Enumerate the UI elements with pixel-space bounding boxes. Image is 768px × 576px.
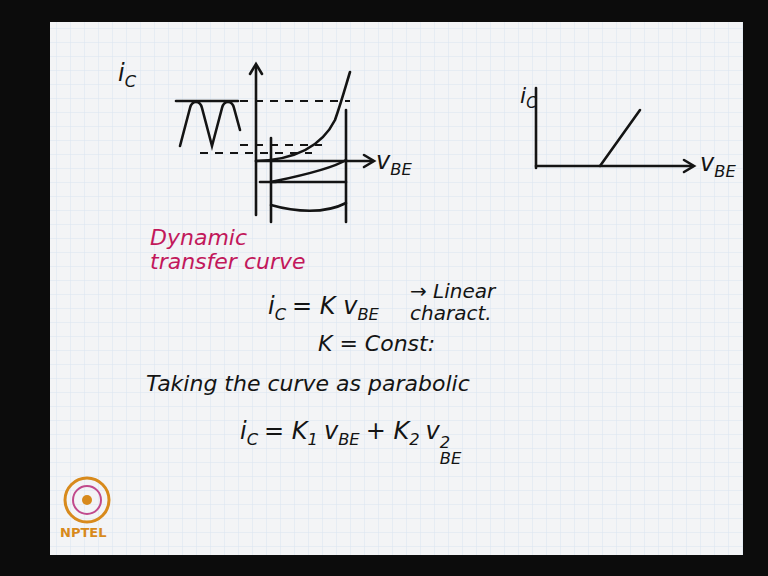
- handwritten-text: + K: [366, 417, 409, 445]
- handwritten-text: i: [240, 417, 247, 445]
- handwritten-text: K = Const:: [318, 331, 435, 356]
- text-line: iC: [118, 60, 136, 91]
- handwritten-text: Dynamic transfer curve: [150, 225, 306, 274]
- text-line: K = Const:: [318, 332, 435, 356]
- handwritten-text: v: [376, 147, 390, 175]
- nptel-logo: [65, 478, 109, 522]
- handwritten-text: C: [275, 305, 286, 324]
- handwritten-text: BE: [390, 160, 412, 179]
- text-line: iC= K1vBE+ K2vBE2: [240, 418, 461, 468]
- transfer-curve-sketch: [176, 64, 374, 222]
- handwritten-text: → Linear charact.: [410, 279, 495, 325]
- handwritten-text: i: [520, 83, 526, 108]
- handwritten-text: BE: [714, 162, 736, 181]
- text-line: → Linear charact.: [410, 280, 550, 324]
- handwritten-text: BE: [338, 430, 360, 449]
- handwritten-text: 2: [440, 435, 462, 451]
- handwritten-text: i: [268, 292, 275, 320]
- handwritten-text: = K v: [292, 292, 357, 320]
- text-line: vBE: [700, 150, 736, 181]
- paper-sheet: [50, 22, 743, 555]
- handwritten-text: BE: [357, 305, 379, 324]
- handwritten-text: BE: [440, 451, 462, 467]
- dashed-projection: [200, 101, 350, 153]
- text-line: vBE: [376, 148, 412, 179]
- handwritten-text: i: [118, 59, 125, 87]
- paper-grid: [50, 22, 743, 555]
- handwritten-text: Taking the curve as parabolic: [146, 371, 470, 396]
- handwritten-text: 1: [308, 430, 318, 449]
- handwritten-text: = K: [264, 417, 307, 445]
- text-line: iC = K vBE: [268, 293, 379, 324]
- handwritten-text: NPTEL: [60, 525, 106, 540]
- sub-sup-pair: BE2: [440, 435, 462, 468]
- linear-characteristic-sketch: [536, 88, 694, 172]
- text-line: NPTEL: [60, 526, 106, 540]
- handwritten-text: 2: [409, 430, 419, 449]
- text-line: Dynamic transfer curve: [150, 226, 340, 274]
- handwritten-text: C: [247, 430, 258, 449]
- text-line: Taking the curve as parabolic: [146, 372, 470, 396]
- handwritten-text: C: [526, 94, 536, 112]
- handwritten-text: v: [700, 149, 714, 177]
- text-line: iC: [520, 84, 537, 112]
- handwritten-text: v: [426, 417, 440, 445]
- handwritten-text: v: [324, 417, 338, 445]
- handwritten-text: C: [125, 72, 136, 91]
